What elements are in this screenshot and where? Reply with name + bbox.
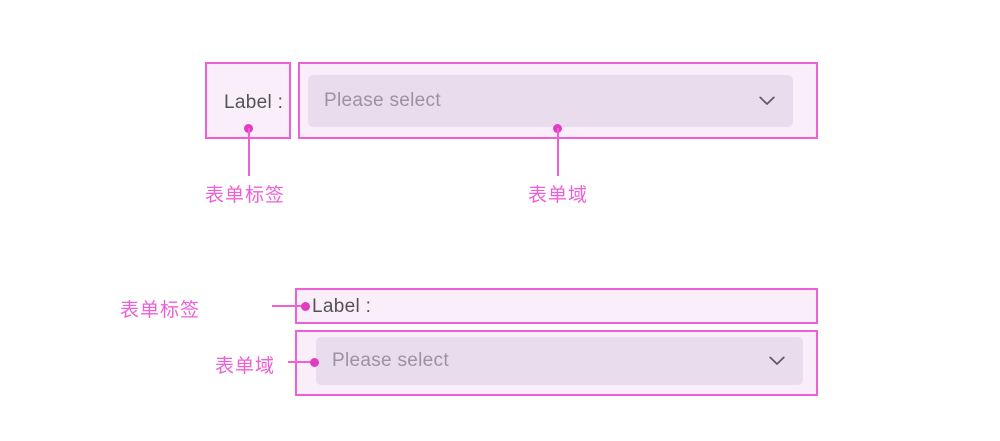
callout-line-form-label [247, 128, 250, 176]
callout-dot-form-field [310, 357, 319, 367]
callout-label-form-field: 表单域 [528, 185, 589, 206]
select-control[interactable]: Please select [316, 337, 803, 385]
chevron-down-icon [759, 96, 793, 106]
form-label-text: Label : [312, 296, 372, 317]
select-placeholder: Please select [332, 350, 449, 371]
callout-dot-form-label [301, 301, 310, 311]
form-label-box [295, 288, 818, 324]
callout-line-form-field [556, 128, 559, 176]
callout-label-form-label: 表单标签 [120, 300, 201, 321]
callout-label-form-label: 表单标签 [205, 185, 286, 206]
chevron-down-icon [769, 356, 803, 366]
callout-line-form-label [272, 305, 302, 307]
form-label-text: Label : [224, 92, 284, 113]
select-placeholder: Please select [324, 90, 441, 111]
callout-label-form-field: 表单域 [214, 356, 275, 377]
callout-line-form-field [288, 361, 314, 363]
select-control[interactable]: Please select [308, 75, 793, 127]
